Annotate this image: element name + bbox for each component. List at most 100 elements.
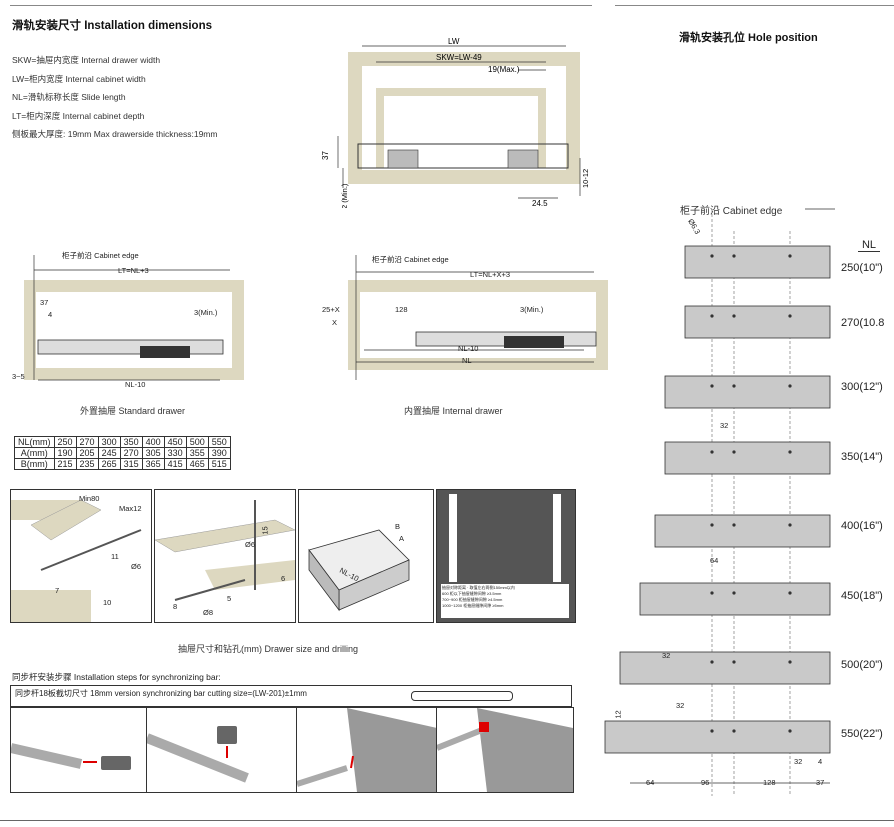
definition-thickness: 侧板最大厚度: 19mm Max drawerside thickness:19… bbox=[12, 129, 218, 139]
table-cell: A(mm) bbox=[14, 447, 55, 459]
table-cell: 550 bbox=[207, 436, 231, 448]
dim-4: 4 bbox=[818, 757, 823, 766]
table-cell: 355 bbox=[185, 447, 209, 459]
std-37-label: 37 bbox=[40, 298, 49, 307]
dim-12: 12 bbox=[613, 710, 623, 719]
p2-6: 6 bbox=[281, 574, 286, 583]
size-300: 300(12") bbox=[841, 381, 883, 393]
gap-note: 抽屉对称距离 · 取值左右两侧150mm以内 bbox=[442, 585, 515, 590]
std-edge-label: 柜子前沿 Cabinet edge bbox=[62, 251, 139, 260]
table-cell: 390 bbox=[207, 447, 231, 459]
drilling-panel-3: B A NL-10 bbox=[298, 489, 434, 623]
dim-32-c: 32 bbox=[676, 701, 685, 710]
nl-column-header: NL bbox=[858, 239, 880, 252]
front-section-diagram: LW SKW=LW-49 19(Max.) 37 2 (Min.) 24.5 1… bbox=[321, 38, 590, 208]
table-cell: 450 bbox=[163, 436, 187, 448]
p2-phi6: Ø6 bbox=[245, 540, 256, 549]
int-x-label: X bbox=[332, 318, 338, 327]
p1-10: 10 bbox=[103, 598, 112, 607]
hole-position-diagram bbox=[604, 208, 835, 796]
drilling-caption: 抽屉尺寸和钻孔(mm) Drawer size and drilling bbox=[178, 644, 359, 654]
drilling-panel-4: 抽屉对称距离 · 取值左右两侧150mm以内 600 柜以下抽屉缝隙间隙 ≥3.… bbox=[436, 489, 576, 623]
int-caption: 内置抽屉 Internal drawer bbox=[404, 406, 503, 416]
table-cell: 515 bbox=[207, 458, 231, 470]
dim-64: 64 bbox=[710, 556, 719, 565]
drilling-panel-1: Min80 Max12 11 Ø6 7 10 bbox=[10, 489, 152, 623]
table-cell: 465 bbox=[185, 458, 209, 470]
gap-note: 1000~1200 柜抽屉缝隙间隙 ≥5mm bbox=[442, 603, 504, 608]
drilling-panel-2: 15 Ø6 6 5 8 Ø8 bbox=[154, 489, 296, 623]
std-lt-label: LT=NL+3 bbox=[118, 266, 149, 275]
int-lt-label: LT=NL+X+3 bbox=[470, 270, 511, 279]
size-270: 270(10.8 bbox=[841, 317, 885, 329]
table-cell: 250 bbox=[53, 436, 77, 448]
int-nl-label: NL bbox=[462, 356, 472, 365]
table-cell: 350 bbox=[119, 436, 143, 448]
table-cell: NL(mm) bbox=[14, 436, 55, 448]
label-37: 37 bbox=[321, 151, 330, 160]
gap-note: 700~900 柜抽屉缝隙间隙 ≥4.5mm bbox=[442, 597, 503, 602]
dim-32-a: 32 bbox=[720, 421, 729, 430]
table-cell: 330 bbox=[163, 447, 187, 459]
int-min3-label: 3(Min.) bbox=[520, 305, 544, 314]
table-cell: 305 bbox=[141, 447, 165, 459]
std-nl10-label: NL-10 bbox=[125, 380, 146, 389]
gap-note: 600 柜以下抽屉缝隙间隙 ≥3.5mm bbox=[442, 591, 502, 596]
table-cell: 300 bbox=[97, 436, 121, 448]
p1-phi6: Ø6 bbox=[131, 562, 142, 571]
table-cell: 500 bbox=[185, 436, 209, 448]
table-cell: 270 bbox=[119, 447, 143, 459]
sync-step-3 bbox=[296, 707, 438, 793]
table-cell: 205 bbox=[75, 447, 99, 459]
table-cell: 415 bbox=[163, 458, 187, 470]
installation-title: 滑轨安装尺寸 Installation dimensions bbox=[12, 20, 212, 32]
std-35-label: 3~5 bbox=[12, 372, 25, 381]
size-500: 500(20") bbox=[841, 659, 883, 671]
p2-8: 8 bbox=[173, 602, 178, 611]
definition-nl: NL=滑轨标称长度 Slide length bbox=[12, 92, 126, 102]
sync-title: 同步杆安装步骤 Installation steps for synchroni… bbox=[12, 672, 221, 682]
dim-bottom-128: 128 bbox=[763, 778, 776, 787]
int-edge-label: 柜子前沿 Cabinet edge bbox=[372, 255, 449, 264]
definition-lt: LT=柜内深度 Internal cabinet depth bbox=[12, 110, 145, 121]
table-cell: 365 bbox=[141, 458, 165, 470]
int-128-label: 128 bbox=[395, 305, 408, 314]
dim-bottom-96: 96 bbox=[701, 778, 710, 787]
std-min3-label: 3(Min.) bbox=[194, 308, 218, 317]
int-nl10-label: NL-10 bbox=[458, 344, 479, 353]
p3-a: A bbox=[399, 534, 405, 543]
table-cell: 270 bbox=[75, 436, 99, 448]
table-cell: 400 bbox=[141, 436, 165, 448]
std-caption: 外置抽屉 Standard drawer bbox=[80, 406, 186, 416]
label-1012: 10-12 bbox=[581, 169, 590, 188]
label-min2: 2 (Min.) bbox=[340, 183, 349, 208]
int-25x-label: 25+X bbox=[322, 305, 340, 314]
definition-skw: SKW=抽屉内宽度 Internal drawer width bbox=[12, 55, 161, 65]
table-cell: 215 bbox=[53, 458, 77, 470]
label-245: 24.5 bbox=[532, 199, 548, 208]
p2-5: 5 bbox=[227, 594, 232, 603]
gap-strip bbox=[553, 494, 561, 582]
p2-15: 15 bbox=[260, 526, 270, 535]
table-cell: 265 bbox=[97, 458, 121, 470]
p3-b: B bbox=[395, 522, 401, 531]
size-250: 250(10") bbox=[841, 262, 883, 274]
dim-32-b: 32 bbox=[662, 651, 671, 660]
table-cell: B(mm) bbox=[14, 458, 55, 470]
sync-cutting-bar: 同步杆18板截切尺寸 18mm version synchronizing ba… bbox=[10, 685, 572, 707]
p2-phi8: Ø8 bbox=[203, 608, 214, 617]
size-450: 450(18") bbox=[841, 590, 883, 602]
std-4-label: 4 bbox=[48, 310, 53, 319]
gap-strip bbox=[449, 494, 457, 582]
size-350: 350(14") bbox=[841, 451, 883, 463]
sync-cutting-text: 同步杆18板截切尺寸 18mm version synchronizing ba… bbox=[15, 689, 307, 698]
p1-min80: Min80 bbox=[79, 494, 100, 503]
table-cell: 235 bbox=[75, 458, 99, 470]
table-cell: 245 bbox=[97, 447, 121, 459]
internal-drawer-diagram bbox=[348, 255, 608, 380]
definition-list: SKW=抽屉内宽度 Internal drawer width LW=柜内宽度 … bbox=[12, 56, 217, 149]
